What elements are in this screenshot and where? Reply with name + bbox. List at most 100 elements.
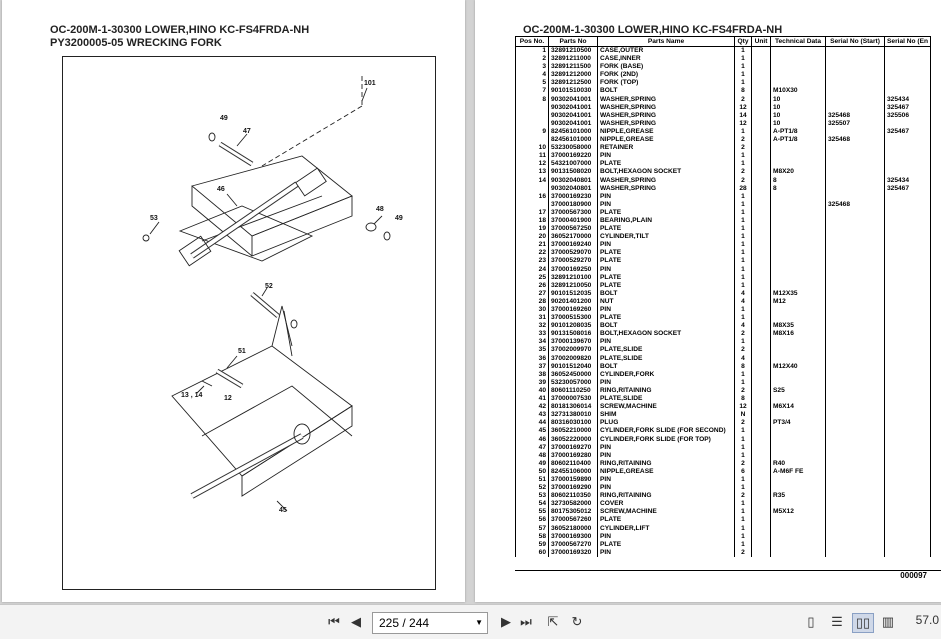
cell-qty: 4 bbox=[734, 289, 752, 298]
cell-serial-end bbox=[883, 548, 932, 557]
cell-pos: 46 bbox=[515, 435, 549, 444]
cell-unit bbox=[751, 427, 771, 436]
cell-serial-start bbox=[825, 427, 885, 436]
cell-tech-data: R35 bbox=[770, 492, 826, 501]
next-page-icon[interactable]: ▶ bbox=[501, 614, 511, 629]
cell-unit bbox=[751, 192, 771, 201]
cell-serial-end bbox=[883, 216, 932, 226]
cell-pos bbox=[515, 119, 549, 128]
cell-parts-no: 37000169250 bbox=[548, 265, 598, 274]
cell-parts-name: PLATE bbox=[597, 249, 735, 258]
cell-tech-data bbox=[770, 540, 826, 549]
cell-serial-end bbox=[883, 395, 932, 404]
cell-tech-data bbox=[770, 451, 826, 460]
last-page-icon[interactable]: ⏭ bbox=[520, 614, 532, 629]
col-qty: Qty bbox=[734, 36, 752, 47]
cell-unit bbox=[751, 508, 771, 517]
cell-parts-name: BOLT bbox=[597, 322, 735, 331]
cell-unit bbox=[751, 176, 771, 185]
cell-tech-data bbox=[770, 216, 826, 226]
cell-qty: 2 bbox=[734, 176, 752, 185]
cell-parts-no: 36052220000 bbox=[548, 435, 598, 444]
cell-qty: 1 bbox=[734, 306, 752, 315]
cell-serial-end bbox=[883, 386, 932, 396]
cell-qty: 2 bbox=[734, 330, 752, 339]
cell-unit bbox=[751, 419, 771, 428]
cell-serial-end bbox=[883, 225, 932, 234]
cell-parts-no: 37002009820 bbox=[548, 354, 598, 363]
cell-qty: 1 bbox=[734, 192, 752, 201]
cell-parts-name: PIN bbox=[597, 192, 735, 201]
two-page-icon[interactable]: ▯▯ bbox=[852, 613, 874, 633]
continuous-icon[interactable]: ☰ bbox=[831, 614, 843, 629]
cell-serial-end bbox=[883, 378, 932, 387]
cell-unit bbox=[751, 241, 771, 250]
cell-tech-data bbox=[770, 208, 826, 217]
cell-parts-no: 36052210000 bbox=[548, 427, 598, 436]
cell-serial-start bbox=[825, 524, 885, 533]
cell-serial-end bbox=[883, 346, 932, 355]
cell-qty: 1 bbox=[734, 475, 752, 485]
cell-parts-name: PIN bbox=[597, 306, 735, 315]
cell-qty: 28 bbox=[734, 184, 752, 193]
cell-serial-start bbox=[825, 71, 885, 80]
cell-pos: 49 bbox=[515, 459, 549, 468]
callout-52: 52 bbox=[265, 283, 273, 290]
cell-qty: 12 bbox=[734, 403, 752, 412]
callout-13-14: 13 , 14 bbox=[181, 392, 203, 399]
cell-serial-start bbox=[825, 419, 885, 428]
cell-parts-no: 37000169220 bbox=[548, 152, 598, 161]
cell-parts-no: 90302041001 bbox=[548, 103, 598, 112]
cell-qty: 1 bbox=[734, 55, 752, 64]
callout-49b: 49 bbox=[395, 215, 403, 222]
cell-parts-no: 36052170000 bbox=[548, 233, 598, 242]
first-page-icon[interactable]: ⏮ bbox=[328, 614, 340, 629]
cell-tech-data: 10 bbox=[770, 119, 826, 128]
prev-page-icon[interactable]: ◀ bbox=[351, 614, 361, 629]
cell-pos: 34 bbox=[515, 338, 549, 347]
cell-parts-no: 80181306014 bbox=[548, 403, 598, 412]
cell-qty: 1 bbox=[734, 241, 752, 250]
cell-unit bbox=[751, 297, 771, 306]
rotate-icon[interactable]: ↻ bbox=[571, 614, 583, 629]
cell-parts-name: BOLT bbox=[597, 362, 735, 371]
cell-unit bbox=[751, 467, 771, 476]
cell-parts-name: CASE,OUTER bbox=[597, 46, 735, 56]
zoom-level[interactable]: 57.0 bbox=[915, 613, 939, 627]
cell-qty: 1 bbox=[734, 540, 752, 549]
cell-qty: 4 bbox=[734, 297, 752, 306]
cell-parts-no: 82456101000 bbox=[548, 127, 598, 137]
cell-parts-no: 32891212500 bbox=[548, 79, 598, 88]
cell-serial-end bbox=[883, 136, 932, 145]
cell-serial-start bbox=[825, 354, 885, 363]
cell-unit bbox=[751, 370, 771, 379]
cell-tech-data bbox=[770, 532, 826, 541]
cell-serial-end bbox=[883, 459, 932, 468]
cell-parts-no: 80175305012 bbox=[548, 508, 598, 517]
cell-tech-data: M12X35 bbox=[770, 289, 826, 298]
two-page-continuous-icon[interactable]: ▥ bbox=[881, 614, 895, 629]
cell-serial-start bbox=[825, 160, 885, 169]
cell-qty: 1 bbox=[734, 516, 752, 525]
cell-serial-start bbox=[825, 378, 885, 387]
page-selector[interactable]: 225 / 244 ▼ bbox=[372, 612, 488, 634]
cell-parts-name: WASHER,SPRING bbox=[597, 119, 735, 128]
fit-page-icon[interactable]: ⇱ bbox=[547, 614, 559, 629]
cell-parts-name: WASHER,SPRING bbox=[597, 103, 735, 112]
callout-47: 47 bbox=[243, 128, 251, 135]
cell-parts-name: WASHER,SPRING bbox=[597, 176, 735, 185]
cell-parts-no: 90201401200 bbox=[548, 297, 598, 306]
cell-serial-start bbox=[825, 281, 885, 290]
cell-tech-data: A-M6F FE bbox=[770, 467, 826, 476]
cell-serial-end bbox=[883, 516, 932, 525]
cell-pos: 16 bbox=[515, 192, 549, 201]
single-page-icon[interactable]: ▯ bbox=[807, 614, 815, 629]
